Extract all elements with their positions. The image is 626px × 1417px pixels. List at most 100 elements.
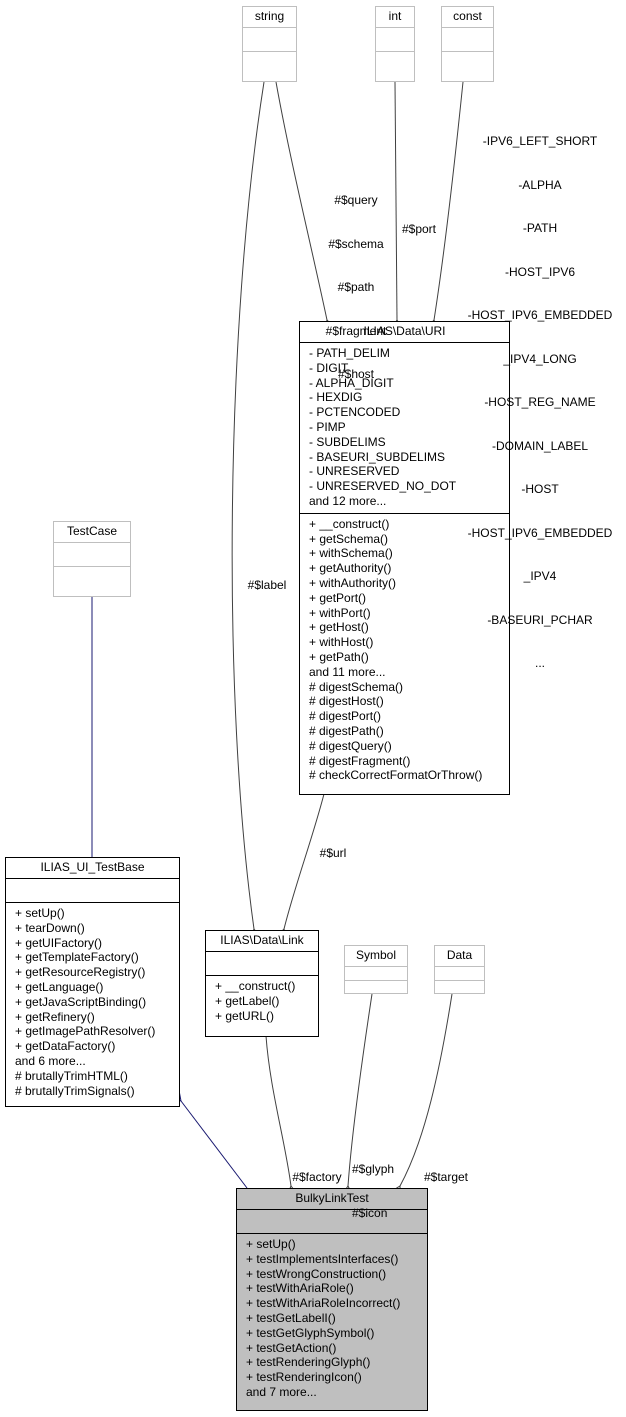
class-symbol[interactable]: Symbol [344, 945, 408, 994]
method: # digestFragment() [309, 753, 411, 768]
edge-label-symbol-bulky: #$glyph #$icon [352, 1162, 395, 1220]
method: + testWithAriaRoleIncorrect() [246, 1296, 401, 1311]
edge-label-link-bulky: #$factory [292, 1170, 342, 1184]
method: + withPort() [309, 605, 371, 620]
edge-const-uri [434, 81, 464, 320]
method: + __construct() [309, 516, 390, 531]
attribute: and 12 more... [309, 493, 387, 508]
method: + getLanguage() [15, 979, 104, 994]
method: # digestQuery() [309, 738, 392, 753]
method: # brutallyTrimSignals() [15, 1083, 135, 1098]
method: + getPath() [309, 649, 369, 664]
class-link[interactable]: ILIAS\Data\Link + __construct() + getLab… [205, 930, 319, 1037]
method: and 6 more... [15, 1053, 86, 1068]
class-bulkylinktest-methods: + setUp() + testImplementsInterfaces() +… [237, 1233, 427, 1403]
class-bulkylinktest-title: BulkyLinkTest [295, 1191, 369, 1205]
attribute: - PATH_DELIM [309, 346, 390, 360]
class-testbase-methods: + setUp() + tearDown() + getUIFactory() … [6, 902, 179, 1101]
class-int[interactable]: int [375, 6, 415, 82]
method: + tearDown() [15, 920, 85, 935]
method: + testImplementsInterfaces() [246, 1251, 399, 1266]
class-link-attributes [206, 951, 318, 975]
method: + testGetLabelI() [246, 1310, 336, 1325]
edge-symbol-bulky [348, 993, 373, 1186]
method: + testWrongConstruction() [246, 1266, 387, 1281]
attribute: - ALPHA_DIGIT [309, 375, 394, 390]
edge-label-int-uri: #$port [401, 222, 437, 236]
method: # digestPath() [309, 723, 384, 738]
class-int-title: int [388, 9, 402, 23]
class-testbase-attributes [6, 878, 179, 902]
method: + getImagePathResolver() [15, 1024, 156, 1039]
edge-label-string-link: #$label [247, 578, 287, 592]
method: + setUp() [246, 1237, 296, 1251]
method: + __construct() [215, 979, 296, 993]
edge-data-bulky [400, 993, 453, 1186]
method: and 11 more... [309, 664, 386, 679]
edge-int-uri [395, 81, 397, 320]
class-testbase-title: ILIAS_UI_TestBase [40, 860, 145, 874]
method: + getPort() [309, 590, 367, 605]
method: + getTemplateFactory() [15, 950, 139, 965]
class-testcase[interactable]: TestCase [53, 521, 131, 597]
method: + getDataFactory() [15, 1039, 116, 1054]
class-const[interactable]: const [441, 6, 494, 82]
method: and 7 more... [246, 1384, 317, 1399]
class-data-title: Data [446, 948, 473, 962]
method: + getHost() [309, 620, 369, 635]
class-uri-methods: + __construct() + getSchema() + withSche… [300, 512, 509, 786]
edge-label-string-uri: #$query #$schema #$path #$fragment #$hos… [325, 193, 387, 381]
method: + getRefinery() [15, 1009, 95, 1024]
class-uri-attributes: - PATH_DELIM - DIGIT - ALPHA_DIGIT - HEX… [300, 342, 509, 513]
edge-label-data-bulky: #$target [423, 1170, 469, 1184]
method: # digestPort() [309, 709, 382, 724]
attribute: - HEXDIG [309, 390, 363, 405]
method: + withAuthority() [309, 575, 397, 590]
edge-label-uri-link: #$url [319, 846, 347, 860]
class-data[interactable]: Data [434, 945, 485, 994]
class-uri-title: ILIAS\Data\URI [363, 324, 446, 338]
method: + getUIFactory() [15, 935, 103, 950]
method: # digestHost() [309, 694, 384, 709]
method: + getJavaScriptBinding() [15, 994, 147, 1009]
class-const-title: const [453, 9, 482, 23]
method: # digestSchema() [309, 679, 404, 694]
method: # brutallyTrimHTML() [15, 1068, 128, 1083]
class-string[interactable]: string [242, 6, 297, 82]
method: + testRenderingGlyph() [246, 1355, 371, 1370]
method: + withHost() [309, 635, 374, 650]
attribute: - BASEURI_SUBDELIMS [309, 449, 446, 464]
method: # checkCorrectFormatOrThrow() [309, 768, 483, 783]
class-testbase[interactable]: ILIAS_UI_TestBase + setUp() + tearDown()… [5, 857, 180, 1107]
attribute: - UNRESERVED_NO_DOT [309, 479, 457, 494]
attribute: - PCTENCODED [309, 405, 401, 420]
edge-label-const-uri: -IPV6_LEFT_SHORT -ALPHA -PATH -HOST_IPV6… [467, 134, 613, 670]
edge-uri-link [284, 793, 325, 929]
class-string-title: string [254, 9, 285, 23]
method: + withSchema() [309, 546, 393, 561]
method: + setUp() [15, 906, 65, 920]
method: + testWithAriaRole() [246, 1281, 354, 1296]
class-testcase-title: TestCase [66, 524, 118, 538]
class-uri[interactable]: ILIAS\Data\URI - PATH_DELIM - DIGIT - AL… [299, 321, 510, 795]
edge-link-bulky [265, 1035, 291, 1186]
class-bulkylinktest[interactable]: BulkyLinkTest + setUp() + testImplements… [236, 1188, 428, 1411]
edge-bulky-testbase [181, 1101, 248, 1189]
class-bulkylinktest-attributes [237, 1209, 427, 1233]
method: + getResourceRegistry() [15, 965, 146, 980]
method: + getLabel() [215, 993, 280, 1008]
method: + getAuthority() [309, 561, 392, 576]
method: + testGetGlyphSymbol() [246, 1325, 375, 1340]
attribute: - SUBDELIMS [309, 434, 386, 449]
method: + getURL() [215, 1008, 275, 1023]
edge-string-link [231, 81, 265, 929]
method: + testGetAction() [246, 1340, 337, 1355]
class-link-methods: + __construct() + getLabel() + getURL() [206, 975, 318, 1026]
method: + testRenderingIcon() [246, 1370, 362, 1385]
attribute: - UNRESERVED [309, 464, 400, 479]
edge-string-uri [275, 81, 327, 320]
method: + getSchema() [309, 531, 389, 546]
class-link-title: ILIAS\Data\Link [220, 933, 304, 947]
